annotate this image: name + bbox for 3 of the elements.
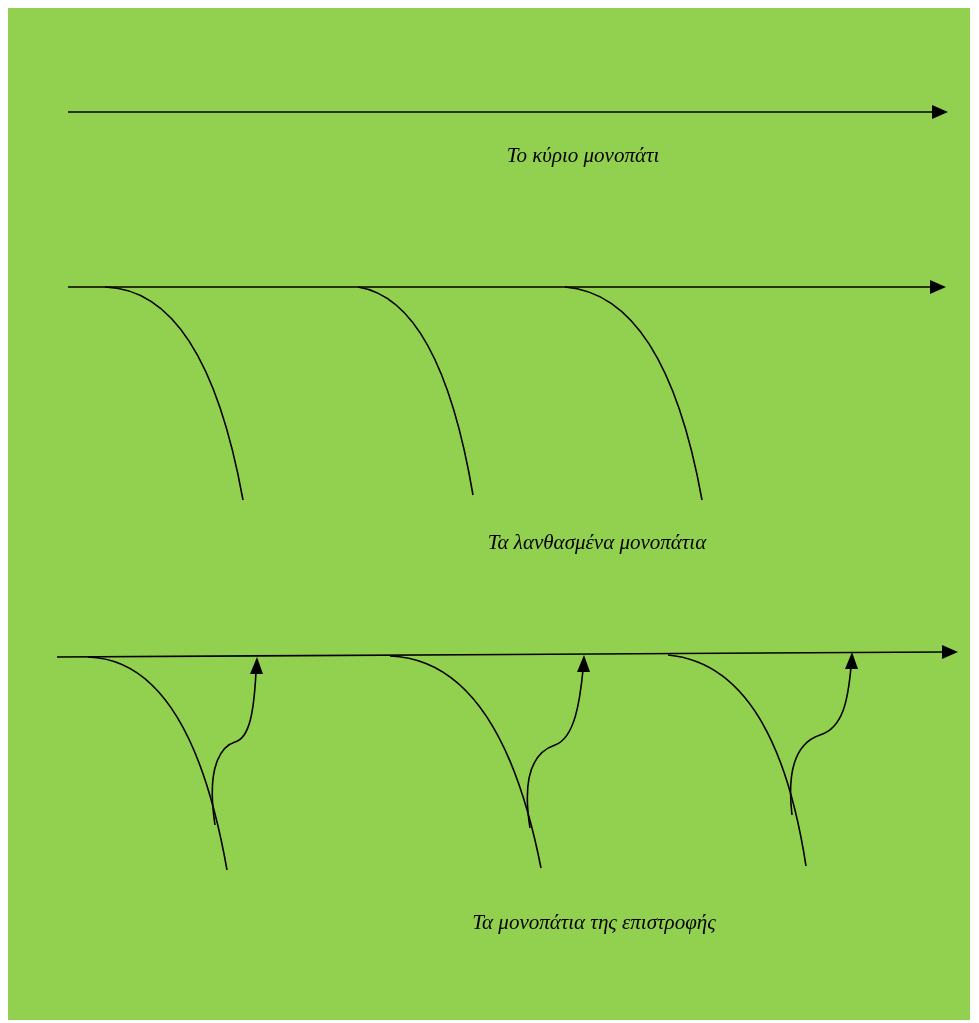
path-caption: Τα λανθασμένα μονοπάτια <box>487 530 707 555</box>
path-caption: Τα μονοπάτια της επιστροφής <box>472 910 716 935</box>
path-caption: Το κύριο μονοπάτι <box>506 143 660 168</box>
